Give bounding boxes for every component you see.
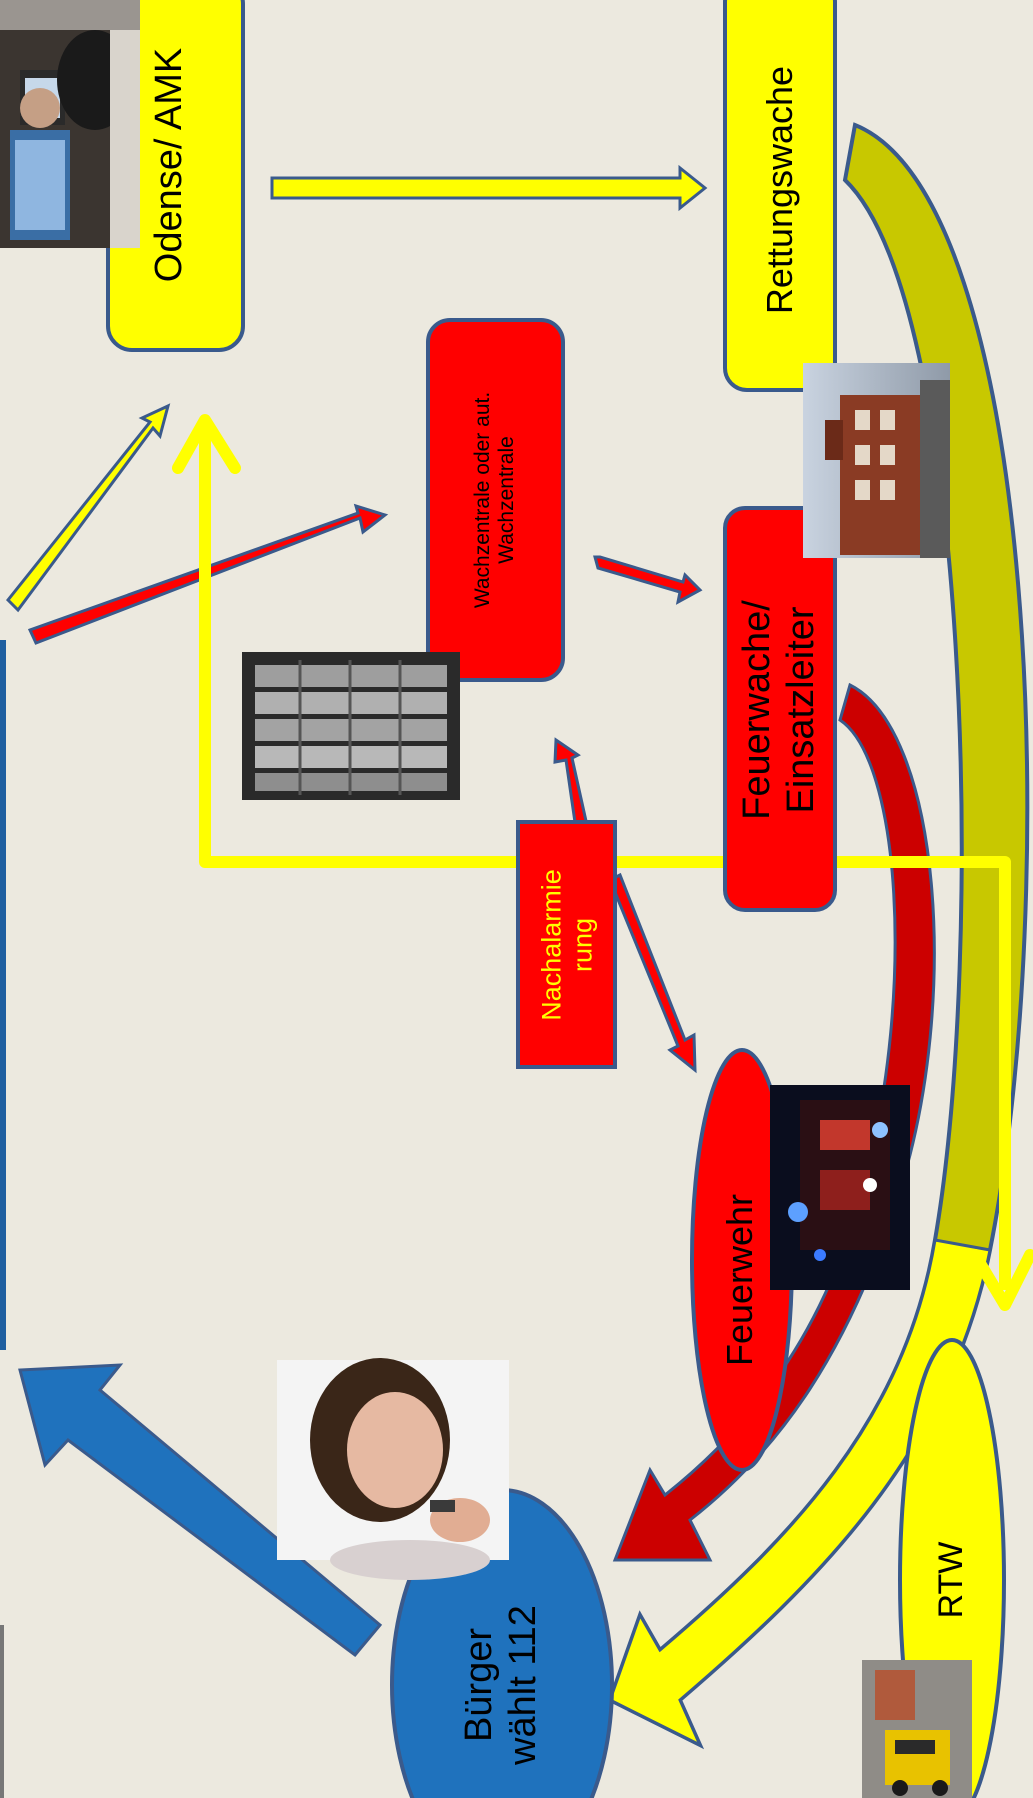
nachalarmierung-label: Nachalarmie rung bbox=[536, 869, 598, 1021]
rettungswache-label: Rettungswache bbox=[759, 65, 801, 315]
wachzentrale-box bbox=[426, 318, 565, 682]
red-arrow-wachzentrale-to-feuerwache bbox=[593, 555, 703, 605]
feuerwache-box bbox=[723, 506, 837, 912]
server-rack-photo bbox=[242, 652, 460, 800]
odense-amk-label: Odense/ AMK bbox=[148, 47, 191, 283]
feuerwehr-label: Feuerwehr bbox=[719, 1193, 761, 1367]
dispatch-center-photo bbox=[0, 0, 140, 248]
red-arrow-nachalarmierung-to-feuerwehr bbox=[608, 872, 697, 1074]
feuerwache-label: Feuerwache/ Einsatzleiter bbox=[736, 600, 822, 820]
yellow-arrow-left-to-odense bbox=[5, 403, 171, 613]
fire-station-photo bbox=[803, 363, 950, 558]
nachalarmierung-box bbox=[516, 820, 617, 1069]
buerger-label: Bürger wählt 112 bbox=[458, 1605, 544, 1765]
rettungswache-box bbox=[723, 0, 837, 392]
left-grey-border bbox=[0, 1625, 4, 1798]
fire-truck-photo bbox=[770, 1085, 910, 1290]
left-blue-border bbox=[0, 640, 6, 1350]
yellow-arrow-odense-to-rettungswache bbox=[270, 164, 708, 212]
yellow-arrowhead-rtw bbox=[969, 1249, 1033, 1311]
yellow-arrowhead-odense bbox=[172, 414, 241, 474]
rtw-label: RTW bbox=[932, 1541, 971, 1619]
blue-arrow-citizen-to-left bbox=[18, 1363, 383, 1658]
woman-on-phone-photo bbox=[277, 1358, 509, 1580]
wachzentrale-label: Wachzentrale oder aut. Wachzentrale bbox=[470, 391, 518, 609]
ambulance-photo bbox=[862, 1660, 972, 1798]
